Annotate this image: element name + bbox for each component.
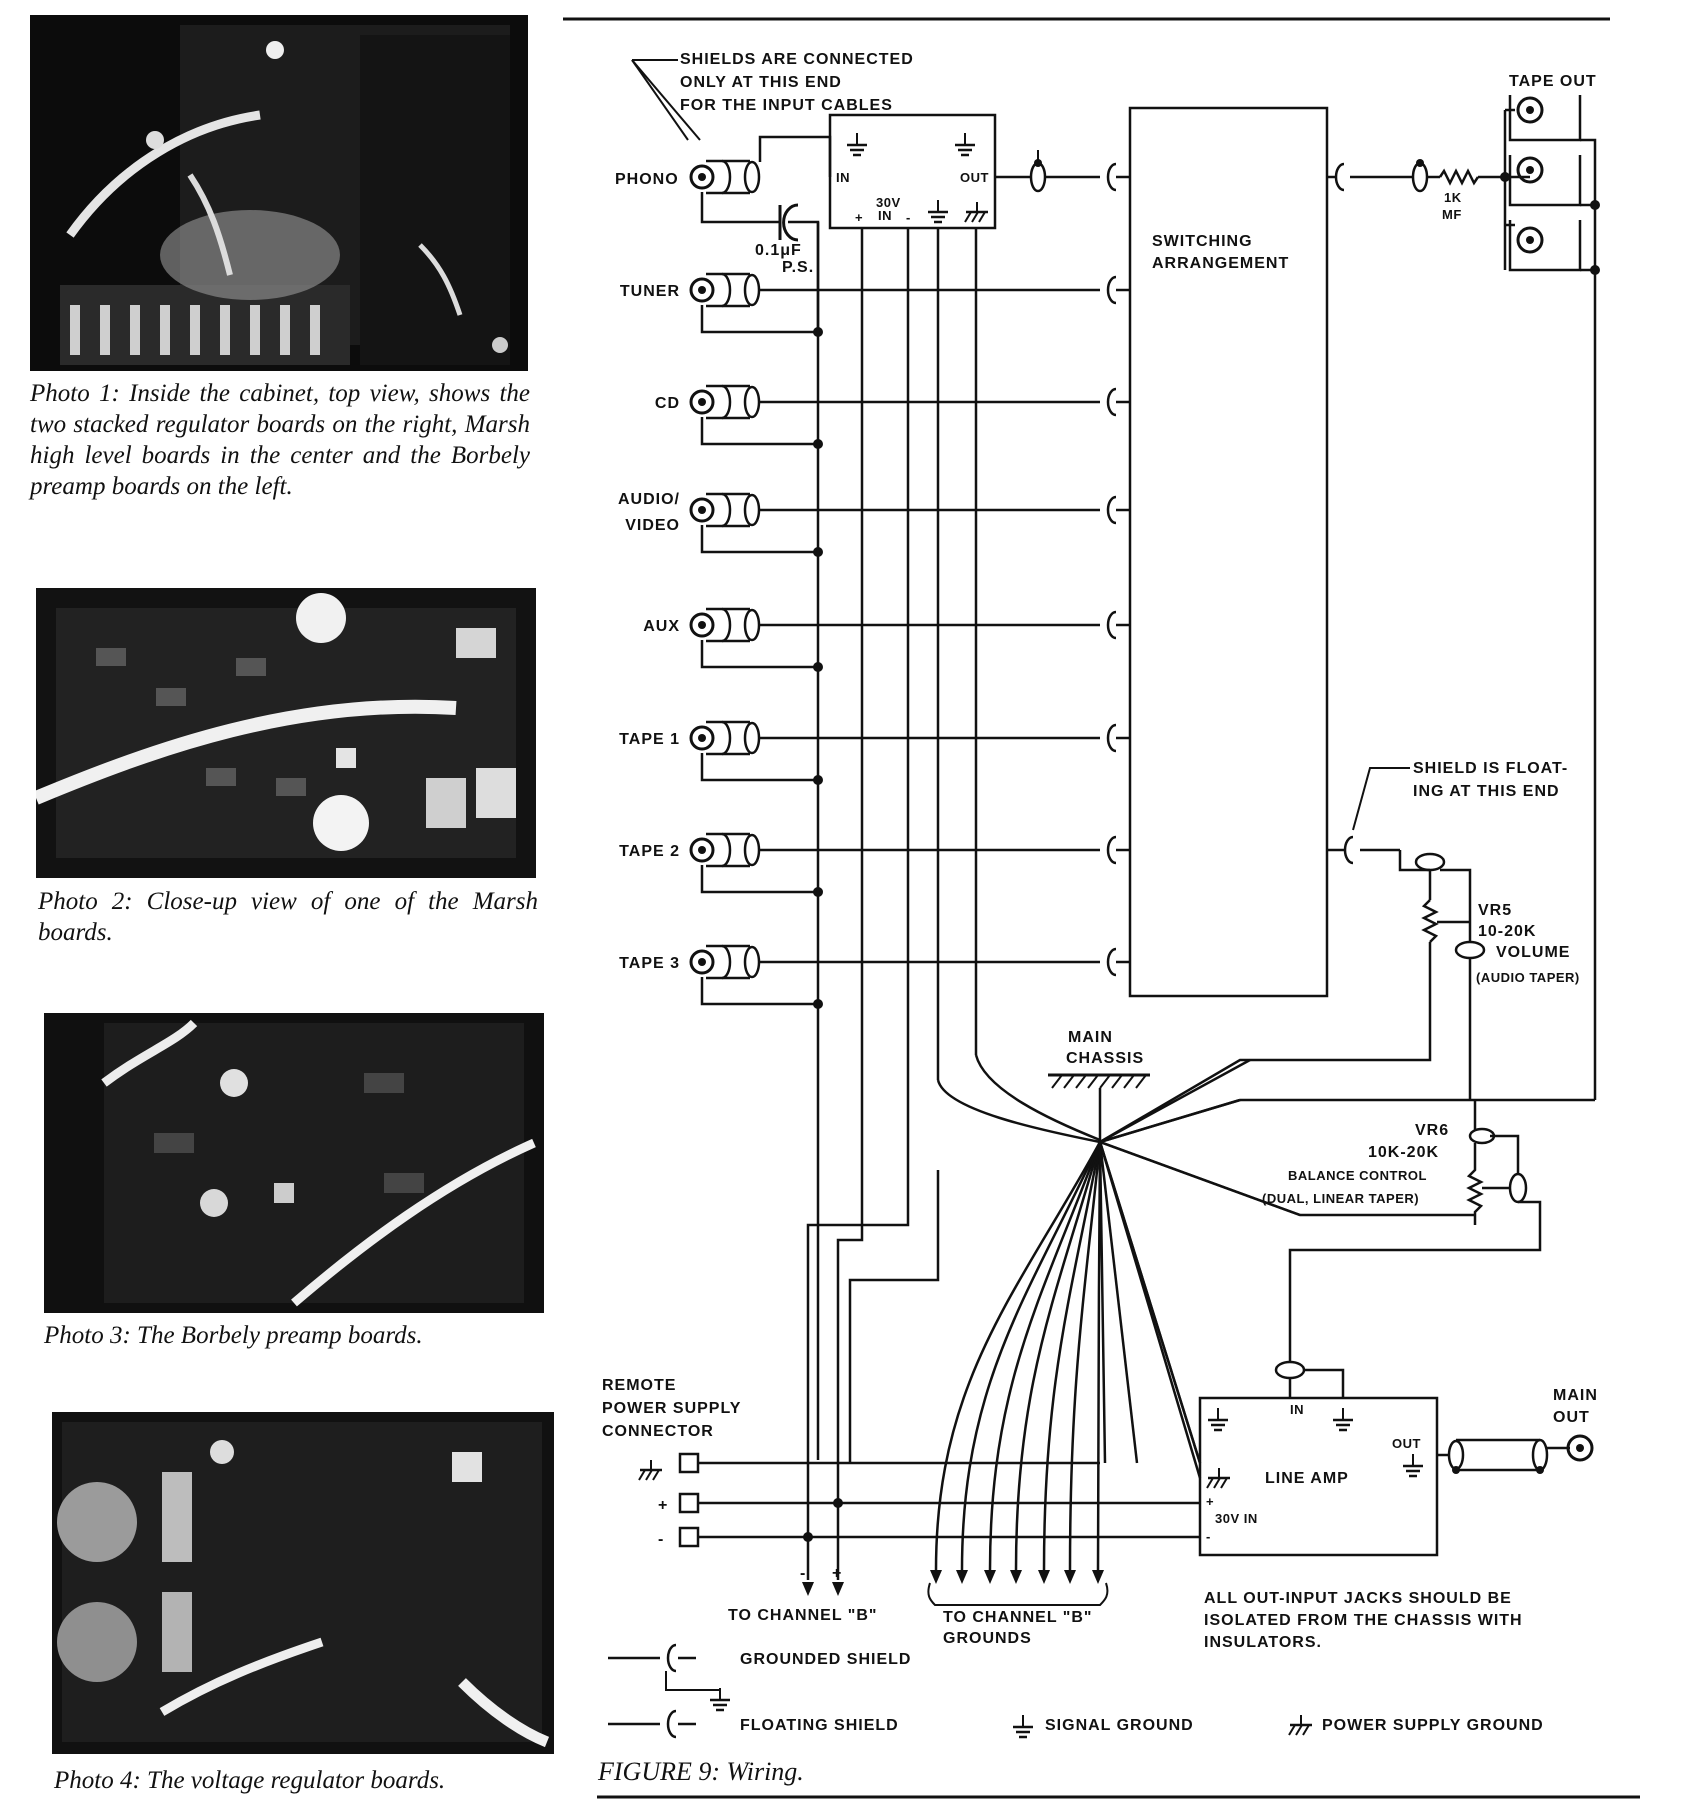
input-label: TAPE 3	[619, 955, 680, 972]
legend-ps-ground: POWER SUPPLY GROUND	[1322, 1717, 1544, 1734]
photo-1-caption: Photo 1: Inside the cabinet, top view, s…	[30, 380, 530, 500]
photo-2-marsh-board	[36, 588, 536, 878]
line-amp-wiring	[1274, 1360, 1570, 1472]
svg-text:VR5: VR5	[1478, 902, 1512, 919]
shield-note: SHIELDS ARE CONNECTED ONLY AT THIS END F…	[631, 51, 914, 141]
svg-text:ING AT THIS END: ING AT THIS END	[1413, 783, 1560, 800]
svg-text:(AUDIO TAPER): (AUDIO TAPER)	[1476, 970, 1580, 985]
legend-grounded-shield: GROUNDED SHIELD	[740, 1651, 911, 1668]
input-label-phono: PHONO	[615, 171, 679, 188]
svg-text:IN: IN	[878, 208, 892, 223]
legend-signal-ground: SIGNAL GROUND	[1045, 1717, 1194, 1734]
svg-text:INSULATORS.: INSULATORS.	[1204, 1634, 1322, 1651]
input-jack-1[interactable]	[689, 384, 761, 420]
input-label: CD	[655, 395, 680, 412]
switching-arrangement	[1128, 106, 1329, 998]
remote-ps-ground-pin[interactable]	[678, 1452, 700, 1474]
svg-text:-: -	[658, 1531, 664, 1548]
svg-text:ONLY AT THIS END: ONLY AT THIS END	[680, 74, 842, 91]
input-jack-3[interactable]	[689, 607, 761, 643]
input-jack-0[interactable]	[689, 272, 761, 308]
svg-text:-: -	[800, 1565, 806, 1582]
line-amp-board	[1198, 1396, 1439, 1557]
input-jack-5[interactable]	[689, 832, 761, 868]
svg-text:POWER SUPPLY: POWER SUPPLY	[602, 1400, 741, 1417]
svg-text:OUT: OUT	[1553, 1409, 1590, 1426]
svg-text:FOR THE INPUT CABLES: FOR THE INPUT CABLES	[680, 97, 893, 114]
to-channel-b-power: TO CHANNEL "B"	[728, 1607, 877, 1624]
input-label: TAPE 2	[619, 843, 680, 860]
phono-board-out: OUT	[960, 170, 989, 185]
svg-text:GROUNDS: GROUNDS	[943, 1630, 1032, 1647]
main-chassis-ground	[1048, 1073, 1150, 1142]
svg-text:30V: 30V	[876, 195, 901, 210]
capacitor-value: 0.1μF	[755, 242, 802, 259]
svg-text:ARRANGEMENT: ARRANGEMENT	[1152, 255, 1289, 272]
svg-text:VR6: VR6	[1415, 1122, 1449, 1139]
photo-4-caption: Photo 4: The voltage regulator boards.	[54, 1767, 446, 1794]
legend: GROUNDED SHIELD FLOATING SHIELD SIGNAL G…	[608, 1643, 1544, 1739]
phono-board-supply-wires	[860, 228, 1101, 1148]
photo-3-borbely-preamp	[44, 1013, 544, 1313]
svg-text:30V IN: 30V IN	[1215, 1511, 1258, 1526]
svg-text:REMOTE: REMOTE	[602, 1377, 676, 1394]
svg-text:MAIN: MAIN	[1068, 1029, 1113, 1046]
svg-text:SHIELD IS FLOAT-: SHIELD IS FLOAT-	[1413, 760, 1568, 777]
input-label: TUNER	[620, 283, 680, 300]
svg-text:10K-20K: 10K-20K	[1368, 1144, 1439, 1161]
line-amp-label: LINE AMP	[1265, 1470, 1349, 1487]
photo-2-caption: Photo 2: Close-up view of one of the Mar…	[38, 888, 538, 946]
svg-text:TO CHANNEL "B": TO CHANNEL "B"	[943, 1609, 1092, 1626]
figure-caption: FIGURE 9: Wiring.	[597, 1757, 804, 1786]
svg-text:+: +	[832, 1565, 842, 1582]
svg-text:+: +	[658, 1497, 668, 1514]
capacitor-type: P.S.	[782, 259, 814, 276]
phono-jack[interactable]	[689, 159, 761, 195]
input-label: AUX	[643, 618, 680, 635]
photo-3-caption: Photo 3: The Borbely preamp boards.	[44, 1322, 423, 1349]
svg-text:BALANCE CONTROL: BALANCE CONTROL	[1288, 1168, 1427, 1183]
remote-plus-pin[interactable]	[678, 1492, 700, 1514]
svg-text:OUT: OUT	[1392, 1436, 1421, 1451]
wiring-diagram: SHIELDS ARE CONNECTED ONLY AT THIS END F…	[563, 17, 1640, 1799]
input-jack-4[interactable]	[689, 720, 761, 756]
resistor-type: MF	[1442, 207, 1462, 222]
main-out-jack[interactable]	[1566, 1434, 1594, 1462]
svg-text:IN: IN	[1290, 1402, 1304, 1417]
svg-text:MAIN: MAIN	[1553, 1387, 1598, 1404]
svg-text:SWITCHING: SWITCHING	[1152, 233, 1253, 250]
resistor-value: 1K	[1444, 190, 1462, 205]
input-label: VIDEO	[625, 517, 680, 534]
tape-out-wiring	[1327, 95, 1597, 1100]
input-jack-6[interactable]	[689, 944, 761, 980]
volume-wiring	[1099, 835, 1486, 1144]
svg-text:-: -	[1206, 1529, 1211, 1544]
svg-text:ALL OUT-INPUT JACKS SHOULD BE: ALL OUT-INPUT JACKS SHOULD BE	[1204, 1590, 1512, 1607]
input-label: TAPE 1	[619, 731, 680, 748]
input-jacks: TUNER CD AUDIO/VIDEO AUX TAPE 1 TAPE 2 TAPE 3	[618, 272, 1130, 1009]
input-label: AUDIO/	[618, 491, 680, 508]
remote-minus-pin[interactable]	[678, 1526, 700, 1548]
channel-b-ground-arrows	[930, 1141, 1104, 1584]
tape-out-label: TAPE OUT	[1509, 73, 1597, 90]
power-bus-wires	[698, 1148, 1200, 1580]
phono-board-in: IN	[836, 170, 850, 185]
svg-text:-: -	[906, 210, 911, 225]
svg-text:SHIELDS ARE CONNECTED: SHIELDS ARE CONNECTED	[680, 51, 914, 68]
svg-text:CONNECTOR: CONNECTOR	[602, 1423, 714, 1440]
svg-text:10-20K: 10-20K	[1478, 923, 1536, 940]
svg-text:ISOLATED FROM THE CHASSIS WITH: ISOLATED FROM THE CHASSIS WITH	[1204, 1612, 1523, 1629]
photo-1-cabinet-top-view	[30, 15, 528, 371]
svg-text:CHASSIS: CHASSIS	[1066, 1050, 1144, 1067]
svg-text:(DUAL, LINEAR TAPER): (DUAL, LINEAR TAPER)	[1262, 1191, 1419, 1206]
input-jack-2[interactable]	[689, 492, 761, 528]
photo-4-voltage-regulator	[52, 1412, 554, 1754]
balance-wiring	[1099, 1098, 1595, 1362]
legend-floating-shield: FLOATING SHIELD	[740, 1717, 899, 1734]
svg-text:VOLUME: VOLUME	[1496, 944, 1570, 961]
svg-text:+: +	[1206, 1494, 1214, 1509]
svg-text:+: +	[855, 210, 863, 225]
